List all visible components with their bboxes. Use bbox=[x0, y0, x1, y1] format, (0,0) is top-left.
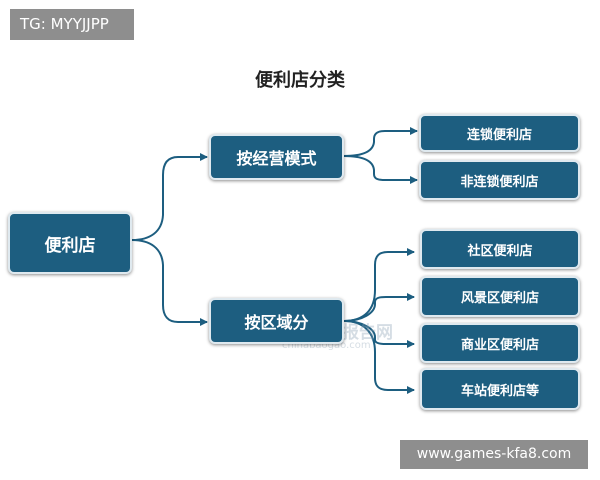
watermark-top-label: TG: MYYJJPP bbox=[10, 9, 134, 40]
branch-node-operation-mode: 按经营模式 bbox=[209, 134, 344, 180]
leaf-node-station-store: 车站便利店等 bbox=[420, 368, 580, 410]
diagram-title: 便利店分类 bbox=[255, 70, 345, 91]
leaf-node-chain-store: 连锁便利店 bbox=[419, 114, 580, 152]
connector-to-community-store bbox=[343, 248, 415, 322]
connector-root-to-operation-mode bbox=[131, 153, 208, 241]
leaf-node-label: 社区便利店 bbox=[467, 243, 533, 259]
leaf-node-business-store: 商业区便利店 bbox=[420, 323, 580, 363]
leaf-node-label: 连锁便利店 bbox=[466, 127, 532, 143]
leaf-node-label: 非连锁便利店 bbox=[460, 174, 539, 190]
root-node: 便利店 bbox=[8, 212, 132, 274]
leaf-node-label: 商业区便利店 bbox=[460, 337, 539, 353]
connector-to-station-store bbox=[343, 320, 415, 394]
leaf-node-non-chain-store: 非连锁便利店 bbox=[419, 160, 580, 200]
connector-root-to-region bbox=[131, 239, 208, 326]
leaf-node-label: 车站便利店等 bbox=[460, 383, 539, 399]
branch-node-region: 按区域分 bbox=[209, 298, 344, 344]
connector-to-non-chain-store bbox=[343, 155, 418, 184]
leaf-node-label: 风景区便利店 bbox=[460, 291, 539, 306]
leaf-node-scenic-store: 风景区便利店 bbox=[420, 276, 580, 317]
connector-to-chain-store bbox=[343, 127, 418, 157]
leaf-node-community-store: 社区便利店 bbox=[420, 229, 580, 269]
branch-node-label: 按经营模式 bbox=[236, 149, 317, 168]
branch-node-label: 按区域分 bbox=[244, 313, 309, 332]
watermark-url: chinabaogao.com bbox=[282, 340, 371, 351]
connector-to-scenic-store bbox=[343, 293, 415, 322]
root-node-label: 便利店 bbox=[44, 235, 96, 256]
watermark-bottom-label: www.games-kfa8.com bbox=[400, 440, 588, 469]
